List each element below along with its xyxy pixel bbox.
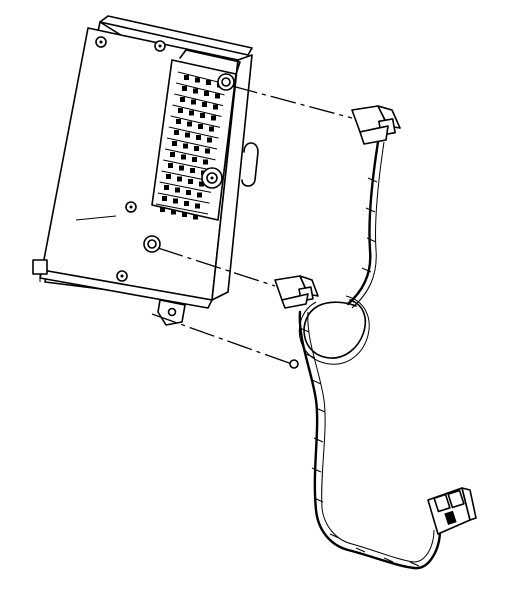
corner-bolt <box>154 40 166 52</box>
mounting-tab <box>32 259 48 282</box>
corner-bolt <box>116 270 128 282</box>
wiring-harness <box>289 140 442 570</box>
corner-bolt <box>125 201 137 213</box>
lower-harness-connector <box>274 275 319 309</box>
alignment-line <box>231 85 353 119</box>
alignment-line <box>157 247 276 287</box>
alignment-line <box>151 313 293 365</box>
end-connector <box>427 487 477 535</box>
lower-stud <box>143 235 161 253</box>
corner-bolt <box>95 36 107 48</box>
bracket-hook <box>201 142 259 189</box>
upper-stud <box>217 73 235 91</box>
upper-harness-connector <box>351 105 401 145</box>
